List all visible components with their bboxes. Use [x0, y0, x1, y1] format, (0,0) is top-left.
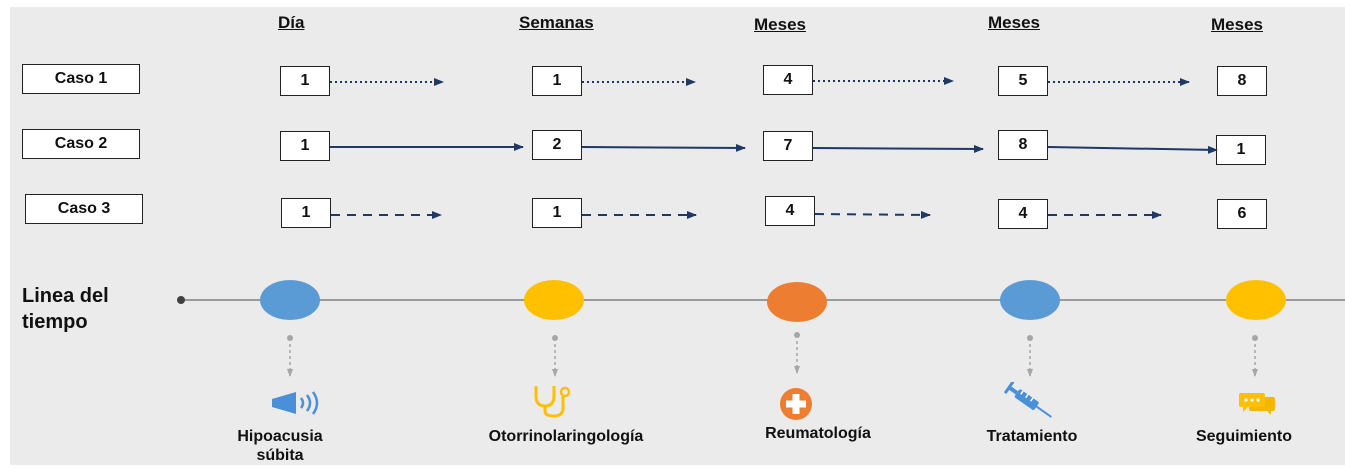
connector-dot-1	[287, 335, 293, 341]
medical-cross-icon	[780, 388, 812, 420]
timeline-label: Linea del tiempo	[22, 283, 109, 335]
stage-3-circle	[767, 282, 827, 322]
case-2-arrow-3	[812, 144, 984, 153]
stage-1-circle	[260, 280, 320, 320]
case-3-value-1: 1	[281, 198, 331, 228]
diagram-background	[10, 7, 1345, 465]
case-2-value-1: 1	[280, 131, 330, 161]
case-1-value-1: 1	[280, 66, 330, 96]
case-1-label: Caso 1	[22, 64, 140, 94]
case-3-label: Caso 3	[25, 194, 143, 224]
case-2-arrow-4	[1047, 145, 1218, 154]
connector-dot-5	[1252, 335, 1258, 341]
timeline-start-dot	[177, 296, 185, 304]
case-3-arrow-3	[814, 210, 931, 219]
case-3-value-4: 4	[998, 199, 1048, 229]
connector-dot-2	[552, 335, 558, 341]
case-1-value-5: 8	[1217, 66, 1267, 96]
timeline-label-line-1: Linea del	[22, 285, 109, 307]
header-semanas: Semanas	[519, 13, 594, 32]
header-meses-1: Meses	[754, 15, 806, 34]
stage-3-caption: Reumatología	[698, 424, 938, 443]
stage-2-caption-line-1: Otorrinolaringología	[488, 428, 644, 445]
stage-1-caption: Hipoacusia súbita	[160, 427, 400, 465]
stage-4-caption-line-1: Tratamiento	[986, 428, 1078, 445]
stage-5-caption-line-1: Seguimiento	[1195, 428, 1292, 445]
case-2-label: Caso 2	[22, 129, 140, 159]
stage-3-caption-line-1: Reumatología	[765, 425, 871, 442]
stethoscope-icon	[534, 386, 571, 418]
case-3-value-5: 6	[1217, 199, 1267, 229]
case-2-value-3: 7	[763, 131, 813, 161]
case-2-value-2: 2	[532, 130, 582, 160]
stage-5-circle	[1226, 280, 1286, 320]
hearing-icon	[272, 391, 319, 415]
syringe-icon	[1003, 382, 1052, 418]
stage-2-circle	[524, 280, 584, 320]
case-2-value-4: 8	[998, 130, 1048, 160]
stage-4-circle	[1000, 280, 1060, 320]
header-meses-3: Meses	[1211, 15, 1263, 34]
case-2-arrow-2	[581, 143, 746, 152]
timeline-label-line-2: tiempo	[22, 311, 88, 333]
stage-2-caption: Otorrinolaringología	[446, 427, 686, 446]
stage-4-caption: Tratamiento	[912, 427, 1152, 446]
case-3-value-3: 4	[765, 196, 815, 226]
stage-5-caption: Seguimiento	[1124, 427, 1345, 446]
stage-1-caption-line-2: súbita	[256, 447, 304, 464]
chat-icon	[1239, 393, 1275, 415]
header-meses-2: Meses	[988, 13, 1040, 32]
case-1-value-2: 1	[532, 66, 582, 96]
header-dia: Día	[278, 13, 305, 32]
connector-dot-4	[1027, 335, 1033, 341]
connector-dot-3	[794, 332, 800, 338]
case-1-value-4: 5	[998, 66, 1048, 96]
stage-1-caption-line-1: Hipoacusia	[237, 428, 323, 445]
case-1-value-3: 4	[763, 65, 813, 95]
case-2-value-5: 1	[1216, 135, 1266, 165]
case-3-value-2: 1	[532, 198, 582, 228]
